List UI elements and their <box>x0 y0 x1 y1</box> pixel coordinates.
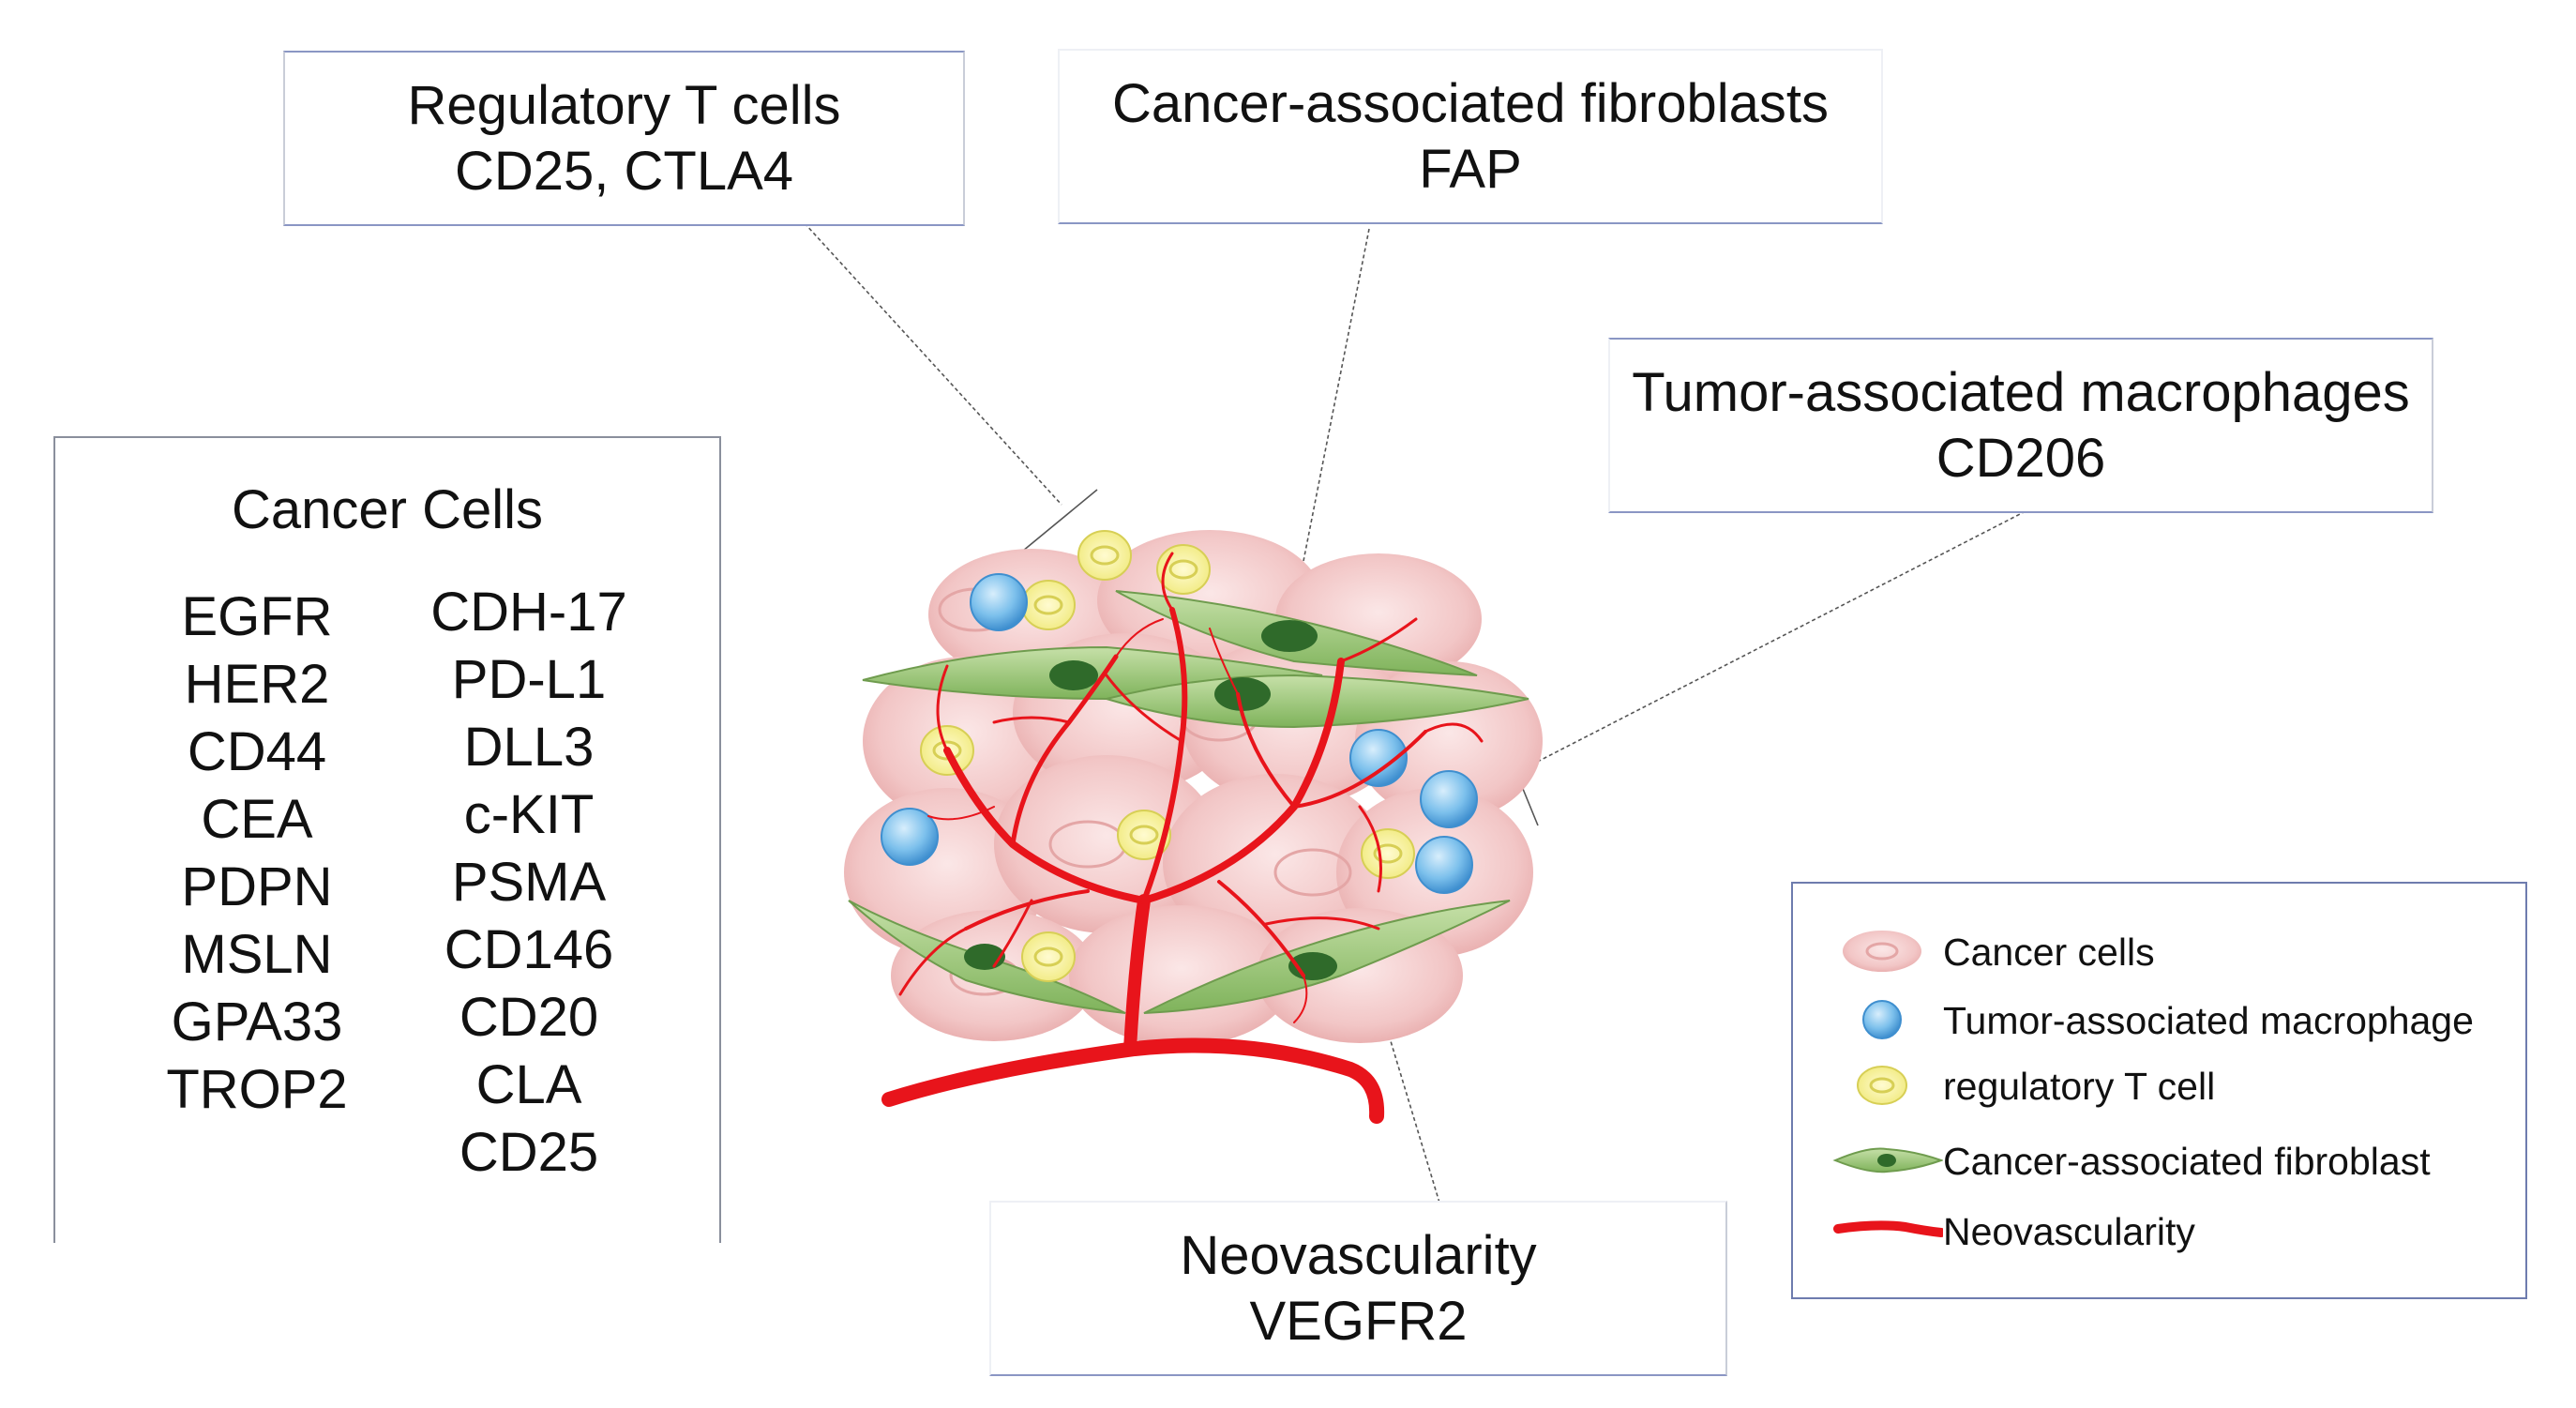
callout-title: Neovascularity <box>1180 1225 1537 1286</box>
marker-label: EGFR <box>181 586 333 647</box>
fibroblast-icon <box>1832 1147 1943 1173</box>
marker-label: MSLN <box>181 924 333 985</box>
callout-markers: CD206 <box>1936 428 2106 489</box>
marker-label: TROP2 <box>166 1059 348 1120</box>
marker-label: GPA33 <box>171 992 343 1052</box>
marker-label: CD44 <box>187 721 327 782</box>
cancer-markers-left: EGFR HER2 CD44 CEA PDPN MSLN GPA33 TROP2 <box>102 583 412 1124</box>
callout-title: Regulatory T cells <box>407 75 841 136</box>
cancer-cells-title: Cancer Cells <box>232 479 543 540</box>
marker-label: PSMA <box>451 852 607 913</box>
legend: Cancer cells Tumor-associated macrophage… <box>1791 882 2527 1299</box>
neovascularity-callout: Neovascularity VEGFR2 <box>989 1201 1727 1376</box>
marker-label: CLA <box>475 1054 582 1115</box>
legend-label: regulatory T cell <box>1943 1065 2216 1108</box>
cancer-cells-panel: Cancer Cells EGFR HER2 CD44 CEA PDPN MSL… <box>53 436 721 1243</box>
marker-label: PD-L1 <box>451 649 607 710</box>
marker-label: CDH-17 <box>430 582 627 643</box>
macrophage-icon <box>1862 1000 1902 1039</box>
neovascularity-icon <box>1833 1220 1943 1237</box>
legend-label: Tumor-associated macrophage <box>1943 999 2474 1042</box>
legend-label: Cancer-associated fibroblast <box>1943 1140 2431 1183</box>
macrophage-cells <box>881 573 1478 894</box>
neovascularity <box>881 552 1484 1124</box>
marker-label: CD25 <box>459 1122 599 1183</box>
marker-label: CD146 <box>444 919 614 980</box>
callout-markers: VEGFR2 <box>1249 1291 1468 1352</box>
regulatory-t-cell-icon <box>1857 1066 1907 1105</box>
callout-title: Cancer-associated fibroblasts <box>1111 73 1830 134</box>
marker-label: HER2 <box>184 654 330 715</box>
cancer-markers-right: CDH-17 PD-L1 DLL3 c-KIT PSMA CD146 CD20 … <box>374 579 684 1187</box>
marker-label: CD20 <box>459 987 599 1048</box>
marker-label: DLL3 <box>463 717 595 778</box>
regulatory-t-cells-callout: Regulatory T cells CD25, CTLA4 <box>283 51 965 226</box>
marker-label: CEA <box>201 789 313 850</box>
marker-label: PDPN <box>181 856 333 917</box>
cancer-cell-icon <box>1843 931 1921 972</box>
callout-markers: FAP <box>1419 139 1522 200</box>
tumor-associated-macrophages-callout: Tumor-associated macrophages CD206 <box>1608 338 2433 513</box>
legend-label: Cancer cells <box>1943 931 2155 974</box>
marker-label: c-KIT <box>463 784 595 845</box>
cancer-associated-fibroblasts-callout: Cancer-associated fibroblasts FAP <box>1058 49 1883 224</box>
legend-label: Neovascularity <box>1943 1210 2195 1253</box>
fibroblast-cells <box>848 590 1529 1014</box>
callout-markers: CD25, CTLA4 <box>454 141 794 202</box>
callout-title: Tumor-associated macrophages <box>1632 362 2410 423</box>
